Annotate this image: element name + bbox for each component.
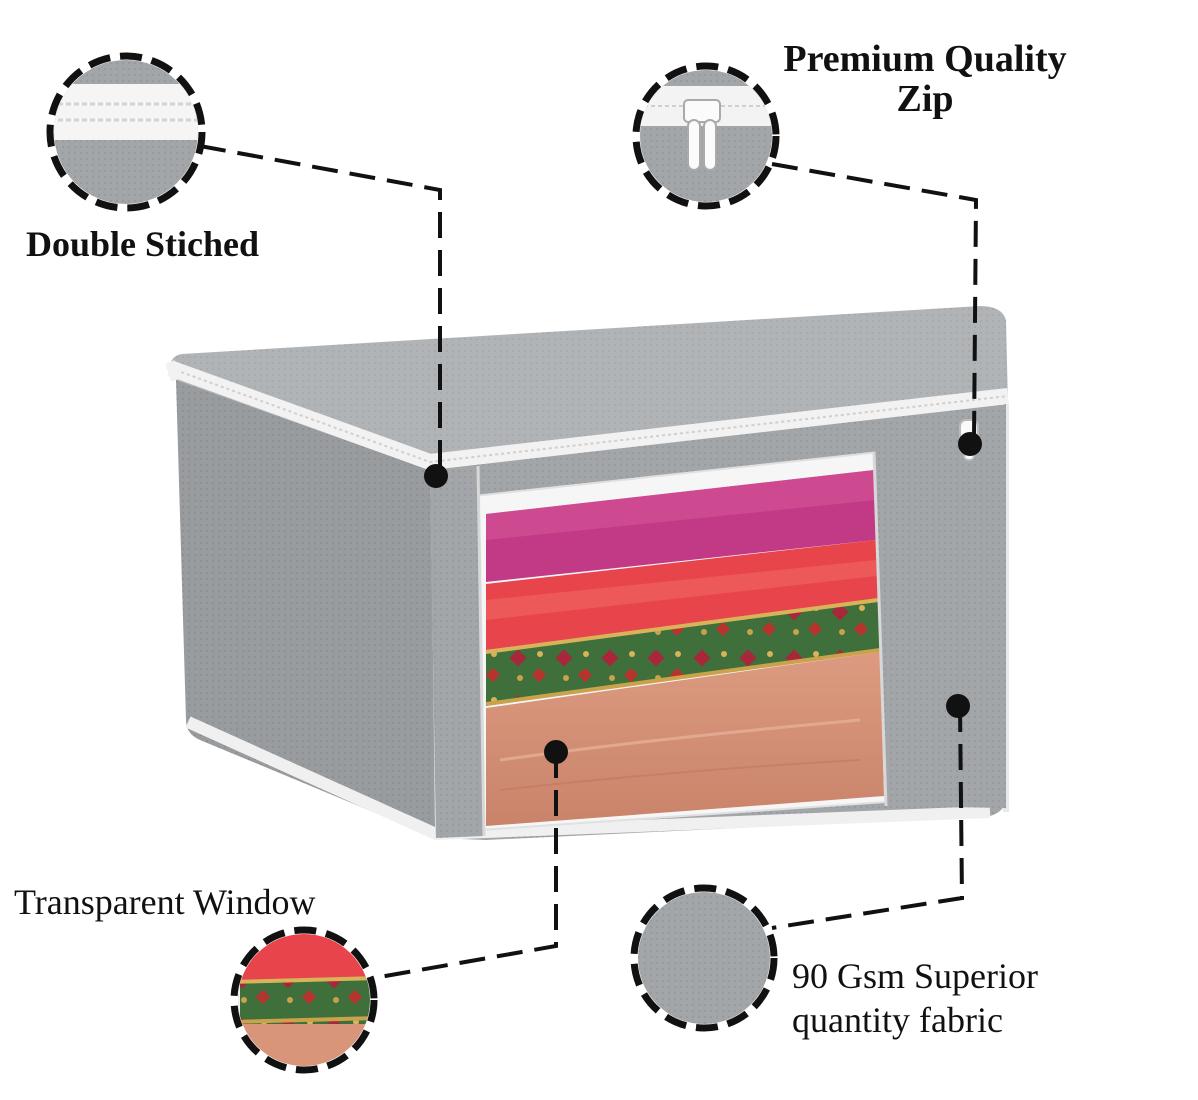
fabric-closeup-icon	[630, 884, 778, 1032]
leader-window	[373, 752, 558, 980]
saree-green	[486, 600, 880, 706]
saree-peach	[486, 652, 884, 826]
premium-zip-label: Premium Quality Zip	[770, 38, 1080, 120]
leader-stitch	[199, 144, 442, 470]
leader-zip	[771, 162, 979, 441]
leader-lines	[199, 144, 979, 980]
fabric-line1: 90 Gsm Superior	[792, 956, 1038, 996]
zip-closeup-icon	[632, 62, 780, 210]
leader-dots	[424, 432, 982, 764]
stitch-closeup-icon	[46, 52, 206, 212]
premium-zip-line2: Zip	[896, 77, 954, 120]
leader-fabric	[771, 705, 965, 930]
double-stitched-label: Double Stiched	[26, 224, 260, 264]
fabric-label: 90 Gsm Superior quantity fabric	[792, 956, 1038, 1040]
transparent-window	[485, 470, 884, 826]
window-closeup-icon	[230, 926, 378, 1074]
box-lid-top	[170, 306, 1008, 470]
fabric-line2: quantity fabric	[792, 999, 1003, 1040]
transparent-window-label: Transparent Window	[14, 882, 316, 922]
premium-zip-line1: Premium Quality	[783, 38, 1067, 80]
storage-box	[165, 306, 1009, 840]
box-left-face	[176, 380, 436, 838]
